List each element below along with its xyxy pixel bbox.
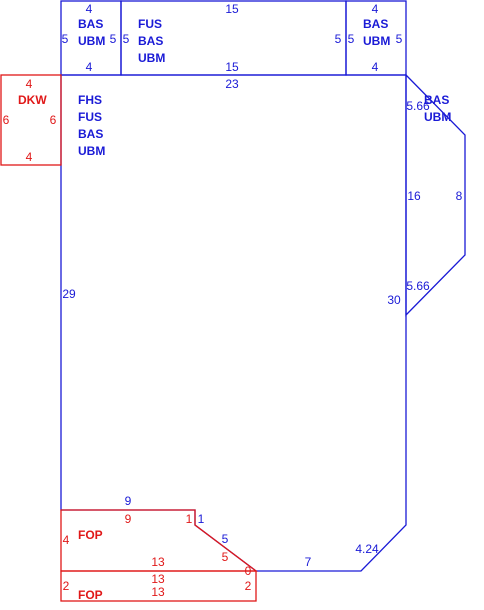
dim-right: 5: [335, 32, 342, 46]
room-dkw-outline: [0, 74, 62, 166]
dim-bottom: 13: [151, 555, 165, 569]
dim-top: 9: [125, 512, 132, 526]
room-code: FHS: [78, 93, 102, 107]
room-top-middle: 15 15 5 5 FUS BAS UBM: [120, 0, 347, 76]
dim-top: 4: [372, 2, 379, 16]
dim-diagonal: 5: [222, 550, 229, 564]
dim-right: 8: [456, 189, 463, 203]
room-code: UBM: [138, 51, 165, 65]
dim-top: 4: [86, 2, 93, 16]
dim-bottom: 15: [225, 60, 239, 74]
dim-drop: 1: [186, 512, 193, 526]
room-right-wing: 5.66 16 8 5.66 BAS UBM: [405, 73, 466, 317]
dim-bottom: 4: [86, 60, 93, 74]
room-code: FOP: [78, 588, 103, 602]
room-main-outline: [60, 74, 407, 572]
room-code: BAS: [363, 17, 388, 31]
dim-bottom-right-diagonal: 4.24: [355, 542, 379, 556]
room-fop-lower: 13 13 2 2 FOP: [60, 570, 257, 602]
room-dkw: 4 4 6 6 DKW: [0, 74, 62, 166]
dim-left: 2: [63, 579, 70, 593]
room-code: UBM: [78, 144, 105, 158]
room-code: FUS: [138, 17, 162, 31]
dim-top: 15: [225, 2, 239, 16]
room-fop-upper-outline: [60, 509, 258, 572]
room-code: FUS: [78, 110, 102, 124]
dim-bottom-left-top: 9: [125, 494, 132, 508]
dim-left: 5: [62, 32, 69, 46]
dim-left: 6: [3, 113, 10, 127]
dim-left: 4: [63, 533, 70, 547]
dim-bottom: 4: [372, 60, 379, 74]
room-code: UBM: [424, 110, 451, 124]
room-code: BAS: [78, 127, 103, 141]
dim-bottom: 7: [305, 555, 312, 569]
room-code: UBM: [78, 34, 105, 48]
dim-right: 2: [245, 579, 252, 593]
dim-top: 4: [26, 77, 33, 91]
room-right-wing-outline: [405, 73, 466, 317]
dim-bottom-left-diagonal: 5: [222, 532, 229, 546]
dim-diagonal-top: 5.66: [406, 99, 430, 113]
room-main: 23 29 30 7 4.24 5 9 1 FHS FUS BAS UBM: [60, 74, 407, 572]
dim-right: 5: [396, 32, 403, 46]
dim-bottom: 4: [26, 150, 33, 164]
dim-left: 5: [123, 32, 130, 46]
dim-left: 29: [62, 287, 76, 301]
room-code: FOP: [78, 528, 103, 542]
room-top-left: 4 4 5 5 BAS UBM: [60, 0, 122, 76]
room-top-right: 4 4 5 5 BAS UBM: [345, 0, 407, 76]
room-fop-lower-outline: [60, 570, 257, 602]
dim-top: 13: [151, 572, 165, 586]
room-code: DKW: [18, 93, 47, 107]
dim-right: 30: [387, 293, 401, 307]
dim-right: 5: [110, 32, 117, 46]
dim-bottom-left-drop: 1: [198, 512, 205, 526]
room-code: BAS: [78, 17, 103, 31]
room-code: BAS: [424, 93, 449, 107]
dim-top: 23: [225, 77, 239, 91]
dim-bottom: 13: [151, 585, 165, 599]
dim-diagonal-bottom: 5.66: [406, 279, 430, 293]
room-fop-upper: 9 4 1 5 13 0 FOP: [60, 509, 258, 578]
room-code: UBM: [363, 34, 390, 48]
dim-right: 6: [50, 113, 57, 127]
room-code: BAS: [138, 34, 163, 48]
dim-left: 16: [407, 189, 421, 203]
dim-left: 5: [348, 32, 355, 46]
